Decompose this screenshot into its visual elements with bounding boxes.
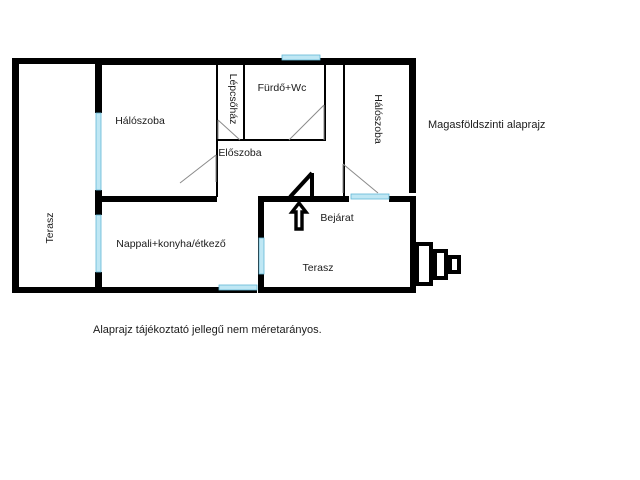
window-living-bottom [218,284,258,291]
wall-lepcsohaz-left [216,61,218,141]
doors-group [179,104,379,199]
wall-front-terrace-right [410,196,416,293]
room-label-furdo-wc: Fürdő+Wc [258,82,307,94]
wall-terrace-divider-mid [95,190,102,215]
door-eloszoba-bedroom [179,154,217,184]
room-label-nappali: Nappali+konyha/étkező [116,238,226,250]
window-top-furdo [281,54,321,61]
wall-terrace-bottom [12,287,257,293]
door-furdo-wc [288,104,325,141]
wall-terrace-divider-lower [95,272,102,293]
entrance-arrow-icon [288,200,310,231]
wall-bedroom-living-divider [95,196,217,202]
window-terrace-divider-lower [95,214,102,273]
wall-terrace-top [12,58,98,64]
wall-furdo-right [324,61,326,141]
room-label-lepcsohaz: Lépcsőház [227,74,239,125]
window-entry-top [350,193,390,200]
room-label-eloszoba: Előszoba [218,147,261,159]
exterior-steps-icon [415,242,461,286]
door-haloszoba2 [342,163,379,194]
wall-entry-top-right [389,196,416,202]
room-label-bejarat: Bejárat [320,212,353,224]
wall-building-top [98,58,416,65]
page-title: Magasföldszinti alaprajz [428,119,545,131]
walls-group [12,58,461,293]
room-label-haloszoba-2: Hálószoba [372,94,384,144]
wall-haloszoba2-left [343,61,345,196]
wall-entry-top-left [258,196,349,202]
plan-caption: Alaprajz tájékoztató jellegű nem méretar… [93,324,322,336]
wall-building-right [409,58,416,193]
room-label-haloszoba-1: Hálószoba [115,115,165,127]
room-labels-group: Terasz Hálószoba Lépcsőház Fürdő+Wc Háló… [44,74,384,274]
door-lepcsohaz [217,119,241,141]
windows-group [95,54,390,291]
window-terrace-divider-upper [95,112,102,191]
wall-terrace-divider-upper [95,58,102,113]
room-label-terasz-left: Terasz [44,213,56,244]
room-label-terasz-front: Terasz [303,262,334,274]
window-front-terrace-left [258,237,265,275]
wall-eloszoba-left [216,139,218,197]
wall-exterior-left [12,58,19,293]
wall-hall-top [216,139,326,141]
wall-lepcsohaz-right [243,61,245,141]
wall-front-terrace-bottom [258,287,416,293]
door-entrance [288,171,314,199]
